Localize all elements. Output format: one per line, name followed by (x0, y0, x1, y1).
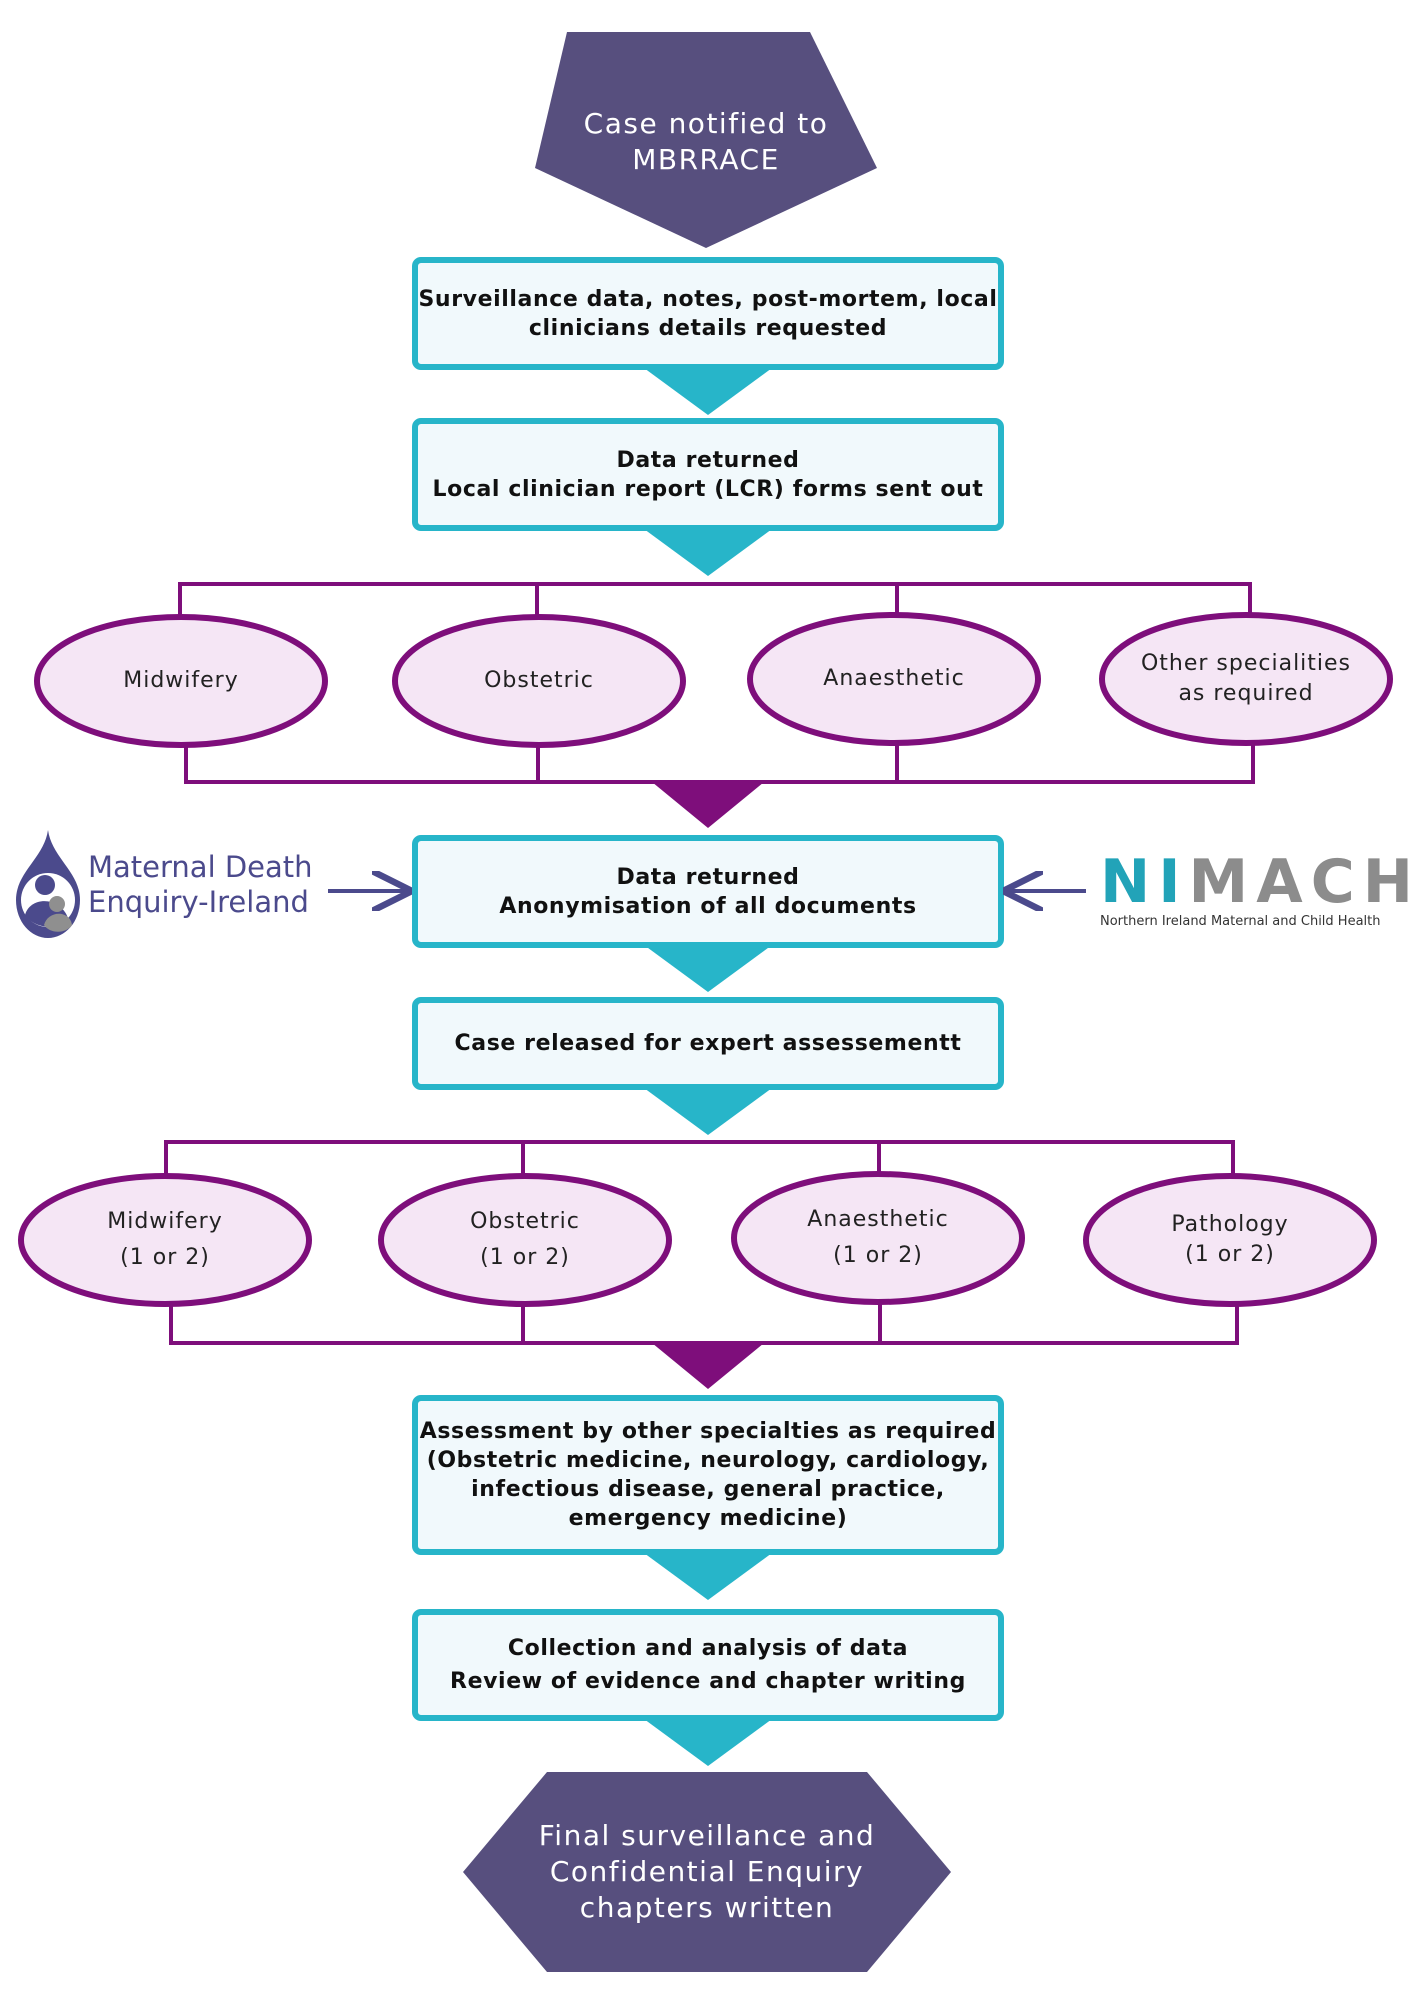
step-line: Assessment by other specialties as requi… (419, 1419, 997, 1444)
review-oval (392, 614, 686, 748)
oval-line: (1 or 2) (120, 1245, 210, 1270)
oval-line: Midwifery (123, 668, 239, 693)
review-oval-label: Anaesthetic (1 or 2) (734, 1174, 1022, 1302)
review-oval (378, 1173, 672, 1307)
review-oval-label: Obstetric (1 or 2) (381, 1176, 669, 1304)
oval-line: Pathology (1171, 1212, 1289, 1237)
step-line: Data returned (616, 864, 800, 890)
step-box-label: Data returned Local clinician report (LC… (415, 421, 1001, 528)
step-line: clinicians details requested (528, 315, 888, 341)
step-box-label: Collection and analysis of data Review o… (415, 1612, 1001, 1718)
merge-arrow (652, 1343, 764, 1389)
review-oval-label: Midwifery (37, 617, 325, 745)
connector-arrow (644, 529, 772, 576)
second-review-bottom-bracket (169, 1303, 1239, 1345)
start-node-label: Case notified to MBRRACE (535, 100, 877, 184)
step-box (412, 1609, 1004, 1721)
maternal-death-enquiry-logo-mark (16, 830, 80, 938)
step-box (412, 418, 1004, 531)
step-line: (Obstetric medicine, neurology, cardiolo… (426, 1448, 990, 1473)
end-node-line: Confidential Enquiry (549, 1855, 865, 1888)
review-oval-label: Pathology (1 or 2) (1086, 1176, 1374, 1304)
connector-arrow (644, 1719, 772, 1766)
review-oval (1099, 612, 1393, 746)
step-line: infectious disease, general practice, (471, 1477, 945, 1502)
review-oval (18, 1173, 312, 1307)
first-review-bottom-bracket (184, 742, 1255, 784)
step-line: Local clinician report (LCR) forms sent … (432, 476, 984, 502)
connector-arrow (644, 368, 772, 415)
nimach-tagline: Northern Ireland Maternal and Child Heal… (1100, 914, 1381, 929)
step-box-label: Case released for expert assessementt (415, 1000, 1001, 1087)
oval-line: Obstetric (484, 668, 594, 693)
step-line: Review of evidence and chapter writing (450, 1669, 966, 1694)
step-line: Data returned (616, 447, 800, 473)
review-oval-label: Anaesthetic (750, 615, 1038, 743)
start-node-line: Case notified to (583, 107, 829, 140)
review-oval-label: Other specialities as required (1102, 615, 1390, 743)
nimach-logo: NIMACH Northern Ireland Maternal and Chi… (1100, 852, 1413, 932)
review-oval-label: Obstetric (395, 617, 683, 745)
end-node-line: chapters written (579, 1891, 835, 1924)
end-node-shape (463, 1772, 951, 1972)
connector-arrow (644, 945, 772, 992)
connector-arrow (644, 1553, 772, 1600)
step-box (412, 1395, 1004, 1555)
oval-line: (1 or 2) (1185, 1242, 1275, 1267)
review-oval (34, 614, 328, 748)
step-line: Anonymisation of all documents (499, 893, 917, 919)
step-line: emergency medicine) (568, 1506, 848, 1531)
nimach-wordmark: NIMACH (1100, 852, 1414, 912)
step-line: Case released for expert assessementt (454, 1031, 962, 1056)
review-oval (1083, 1173, 1377, 1307)
oval-line: (1 or 2) (833, 1243, 923, 1268)
nimach-wordmark-ni: NI (1100, 847, 1189, 917)
end-node-line: Final surveillance and (538, 1819, 876, 1852)
end-node-label: Final surveillance and Confidential Enqu… (463, 1812, 951, 1932)
connector-arrow (644, 1088, 772, 1135)
step-box (412, 257, 1004, 370)
review-oval (731, 1171, 1025, 1305)
oval-line: Anaesthetic (807, 1207, 949, 1232)
step-box-label: Surveillance data, notes, post-mortem, l… (415, 260, 1001, 367)
step-box-label: Assessment by other specialties as requi… (415, 1398, 1001, 1552)
oval-line: as required (1178, 681, 1314, 706)
start-node-line: MBRRACE (632, 143, 780, 176)
step-box (412, 835, 1004, 948)
oval-line: (1 or 2) (480, 1245, 570, 1270)
logo-line: Enquiry-Ireland (88, 885, 309, 919)
maternal-death-enquiry-logo-text: Maternal Death Enquiry-Ireland (88, 850, 328, 930)
logo-line: Maternal Death (88, 850, 313, 884)
start-node-shape (535, 32, 877, 248)
step-box (412, 997, 1004, 1090)
oval-line: Midwifery (107, 1209, 223, 1234)
review-oval-label: Midwifery (1 or 2) (21, 1176, 309, 1304)
nimach-wordmark-mach: MACH (1188, 847, 1414, 917)
first-review-top-bracket (178, 582, 1252, 620)
step-line: Surveillance data, notes, post-mortem, l… (418, 286, 998, 312)
step-box-label: Data returned Anonymisation of all docum… (415, 838, 1001, 945)
second-review-top-bracket (164, 1140, 1235, 1178)
oval-line: Obstetric (470, 1209, 580, 1234)
merge-arrow (652, 782, 764, 828)
oval-line: Other specialities (1140, 651, 1352, 676)
oval-line: Anaesthetic (823, 666, 965, 691)
step-line: Collection and analysis of data (507, 1636, 909, 1661)
review-oval (747, 612, 1041, 746)
